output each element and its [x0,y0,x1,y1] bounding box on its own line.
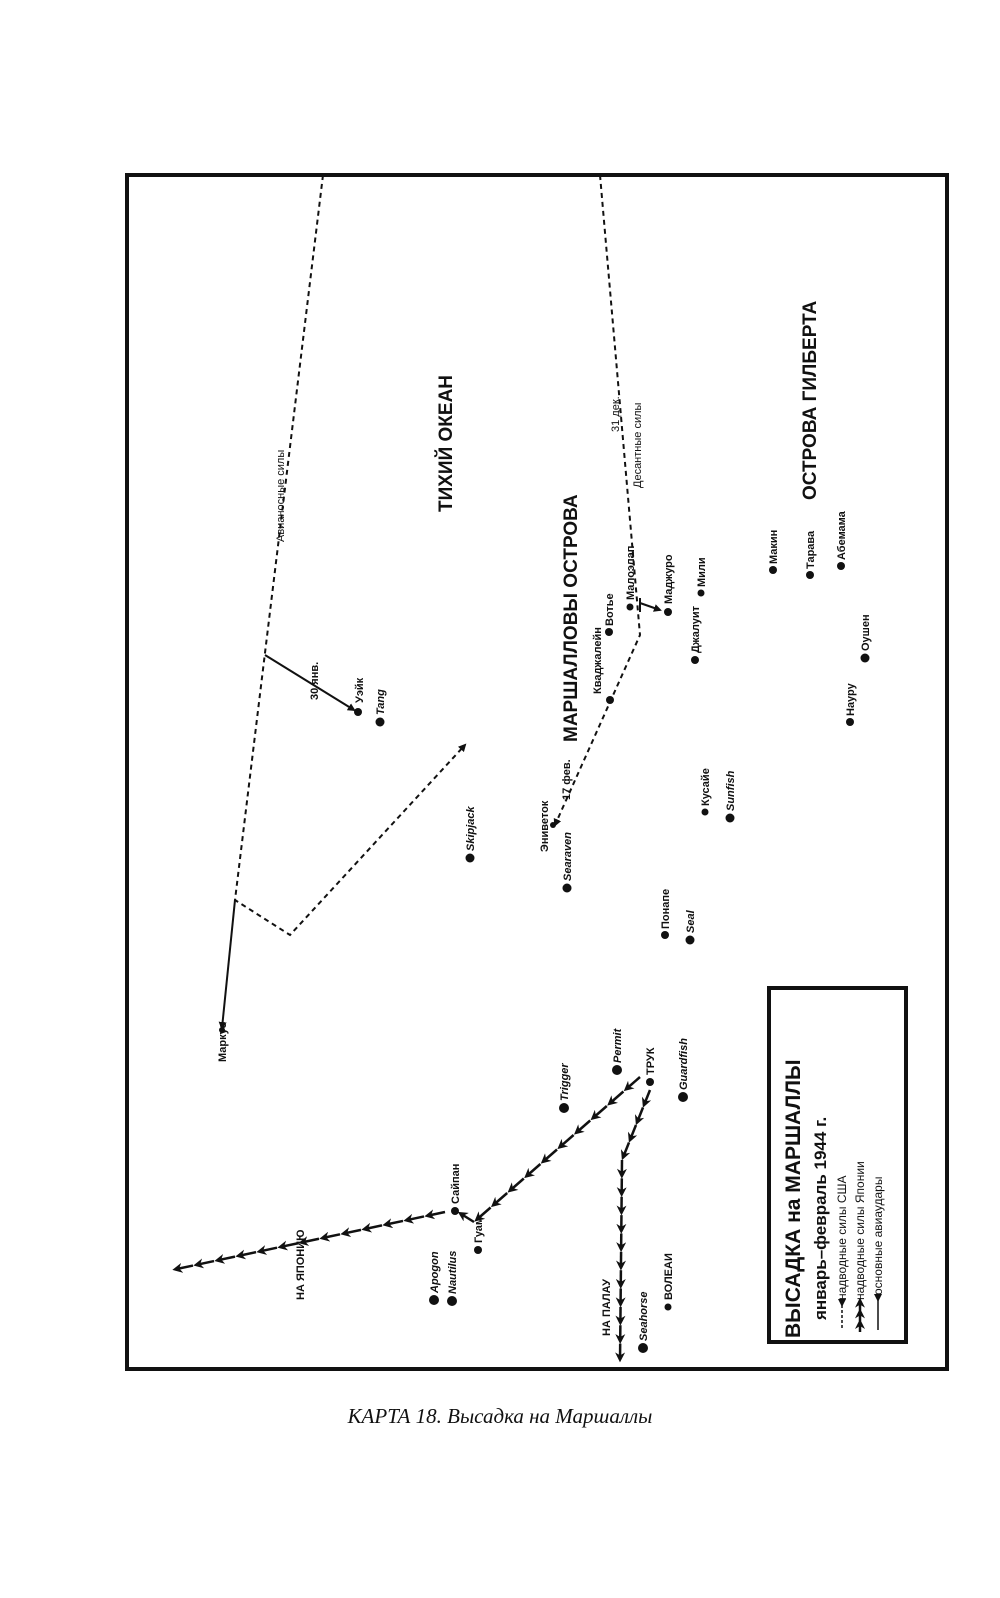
label-wotje: Вотье [604,593,616,626]
label-kwajalein: Кваджалейн [592,627,604,694]
legend: ВЫСАДКА на МАРШАЛЛЫ январь–февраль 1944 … [767,986,908,1344]
ocean-label: ТИХИЙ ОКЕАН [435,375,457,512]
japan-route-truk-guam [490,1192,509,1208]
label-tarawa: Тарава [805,530,817,569]
strike-marcus [218,899,236,1030]
japan-route-to-japan [340,1227,362,1238]
to-japan-label: НА ЯПОНИЮ [295,1229,307,1300]
label-apogon: Apogon [429,1251,441,1294]
legend-item-us: надводные силы США [835,1175,849,1300]
japan-route-truk-guam [540,1148,558,1164]
japan-route-to-japan [382,1218,404,1229]
landing-date-label: 31 дек. [610,396,622,432]
japan-route-to-japan [298,1236,320,1246]
label-saipan: Сайпан [450,1164,462,1204]
japan-route-to-japan [403,1213,425,1224]
label-abemama: Абемама [836,510,848,560]
label-truk: ТРУК [645,1047,657,1075]
japan-route-truk-guam [557,1134,575,1150]
label-tang: Tang [375,689,387,715]
label-maloelap: Малоэлап [625,546,637,600]
japan-route-to-japan [424,1209,446,1220]
label-eniwetok: Эниветок [539,800,551,852]
landing-route [553,174,642,827]
japan-route-to-japan [235,1249,257,1260]
japan-route-truk-guam [590,1105,608,1121]
japan-route-guam-saipan [457,1211,475,1224]
label-kusaie: Кусайе [700,768,712,806]
label-makin: Макин [768,530,780,564]
label-seal: Seal [685,909,697,933]
label-permit: Permit [612,1027,624,1063]
japan-route-truk-guam [507,1177,525,1193]
japan-route-to-japan [214,1254,236,1264]
label-guam: Гуам [473,1217,485,1243]
label-sunfish: Sunfish [725,770,737,811]
label-jaluit: Джалуит [690,605,702,653]
carrier-date-label: 30 янв. [309,662,321,700]
map-frame [125,173,949,1371]
japan-route-to-palau [641,1089,652,1108]
gilberts-label: ОСТРОВА ГИЛБЕРТА [800,300,821,500]
island-dots [219,562,870,1353]
legend-title: ВЫСАДКА на МАРШАЛЛЫ [782,1059,805,1338]
japan-route-to-palau [627,1124,638,1143]
japan-route-to-japan [277,1240,299,1251]
japan-route-to-japan [193,1258,215,1269]
japan-route-to-japan [361,1222,383,1233]
label-ponape: Понапе [660,889,672,929]
label-skipjack: Skipjack [465,805,477,851]
eniwetok-date-label: 17 фев. [561,759,573,800]
label-searaven: Searaven [562,832,574,881]
japan-route-to-palau [634,1107,645,1126]
japan-route-truk-guam [524,1163,542,1179]
label-guardfish: Guardfish [678,1038,690,1090]
legend-item-strikes: основные авиаудары [871,1177,885,1295]
japan-route-to-japan [172,1262,194,1273]
label-majuro: Маджуро [663,554,675,604]
label-wake: Уэйк [354,677,366,703]
to-palau-label: НА ПАЛАУ [601,1279,613,1336]
japan-route-truk-guam [607,1090,625,1106]
landing-forces-label: Десантные силы [632,402,644,488]
label-nauru: Науру [845,682,857,716]
label-mili: Мили [696,557,708,587]
carrier-forces-label: Авианосные силы [275,450,287,542]
strike-majuro [639,602,662,612]
label-ocean-island: Оушен [860,614,872,651]
japan-route-to-palau [620,1142,631,1161]
marshalls-label: МАРШАЛЛОВЫ ОСТРОВА [561,494,582,742]
japan-route-to-japan [319,1231,341,1242]
label-woleai: ВОЛЕАИ [663,1253,675,1300]
japan-route-truk-guam [573,1119,592,1135]
label-seahorse: Seahorse [638,1291,650,1341]
label-marcus: Маркус [217,1022,229,1062]
label-trigger: Trigger [559,1063,571,1101]
label-nautilus: Nautilus [447,1251,459,1294]
carrier-route [233,174,467,937]
japan-route-truk-guam [623,1076,641,1092]
japan-route-to-japan [256,1245,278,1255]
strike-wake [264,654,356,712]
legend-item-japan: надводные силы Японии [853,1161,867,1300]
legend-subtitle: январь–февраль 1944 г. [811,1117,830,1321]
map-caption: КАРТА 18. Высадка на Маршаллы [347,1404,653,1428]
japan-route-truk-guam [474,1206,492,1222]
